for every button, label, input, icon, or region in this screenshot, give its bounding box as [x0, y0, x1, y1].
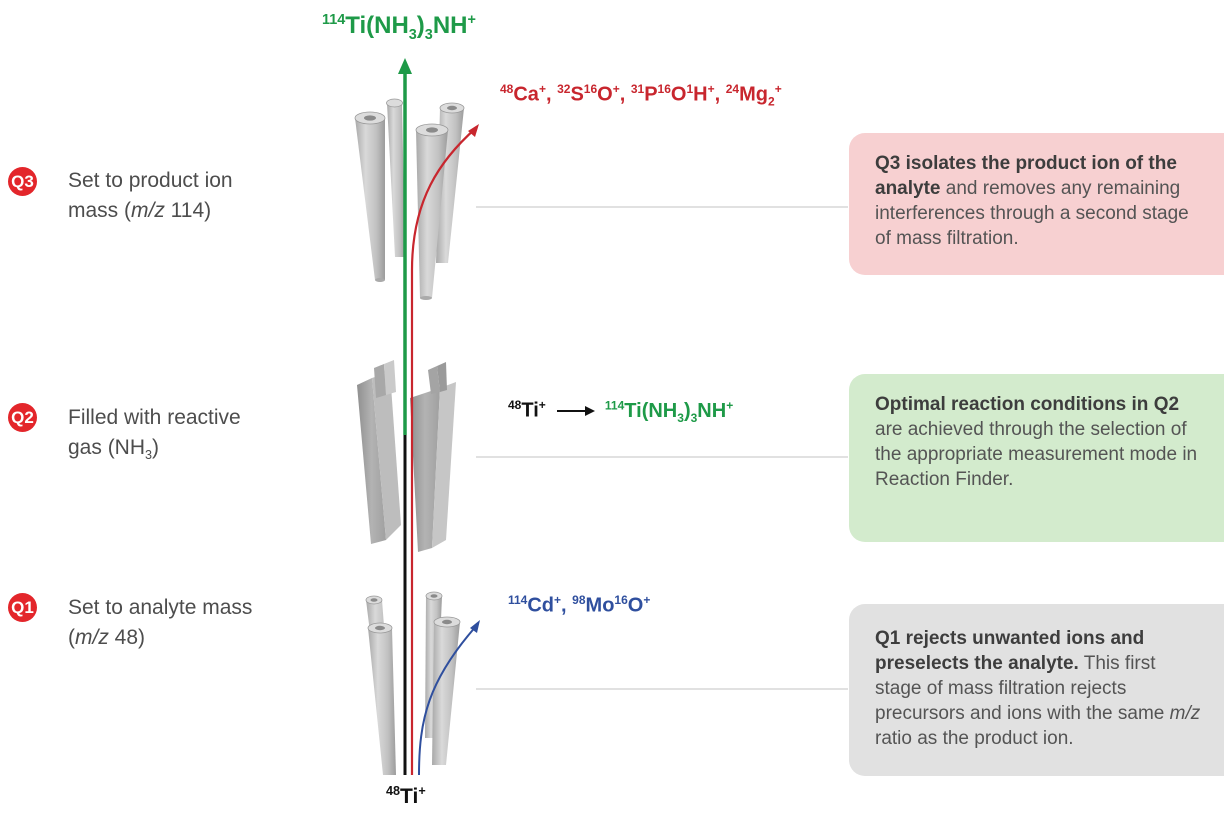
red-interference-path — [410, 127, 477, 775]
green-arrowhead — [398, 58, 412, 74]
q1-badge: Q1 — [8, 593, 37, 622]
q3-rod-back-left — [386, 98, 405, 257]
blue-arrowhead — [470, 620, 480, 633]
q1-callout: Q1 rejects unwanted ions and preselects … — [849, 604, 1224, 776]
q3-interferences-label: 48Ca+, 32S16O+, 31P16O1H+, 24Mg2+ — [500, 82, 782, 109]
reaction-arrow-icon — [557, 400, 596, 423]
q3-rod-front-left — [354, 111, 386, 282]
bottom-analyte-label: 48Ti+ — [386, 784, 426, 808]
q2-badge: Q2 — [8, 403, 37, 432]
q2-plate-right — [410, 362, 456, 552]
top-product-ion-label: 114Ti(NH3)3NH+ — [322, 12, 476, 43]
q2-stage-label: Filled with reactive gas (NH3) — [68, 406, 241, 463]
q2-callout: Optimal reaction conditions in Q2 are ac… — [849, 374, 1224, 542]
q3-stage-label: Set to product ion mass (m/z 114) — [68, 169, 233, 222]
q2-plate-left — [357, 360, 401, 544]
q1-interferences-label: 114Cd+, 98Mo16O+ — [508, 593, 651, 617]
q1-stage-label: Set to analyte mass (m/z 48) — [68, 596, 253, 649]
red-arrowhead — [468, 124, 479, 137]
q2-reaction-label: 48Ti+ 114Ti(NH3)3NH+ — [508, 398, 734, 425]
q1-rod-front-right — [432, 616, 461, 765]
blue-interference-path — [418, 623, 479, 776]
q3-callout: Q3 isolates the product ion of the analy… — [849, 133, 1224, 275]
q1-rod-front-left — [367, 622, 396, 775]
q3-badge: Q3 — [8, 167, 37, 196]
q3-rod-front-right — [415, 123, 449, 300]
